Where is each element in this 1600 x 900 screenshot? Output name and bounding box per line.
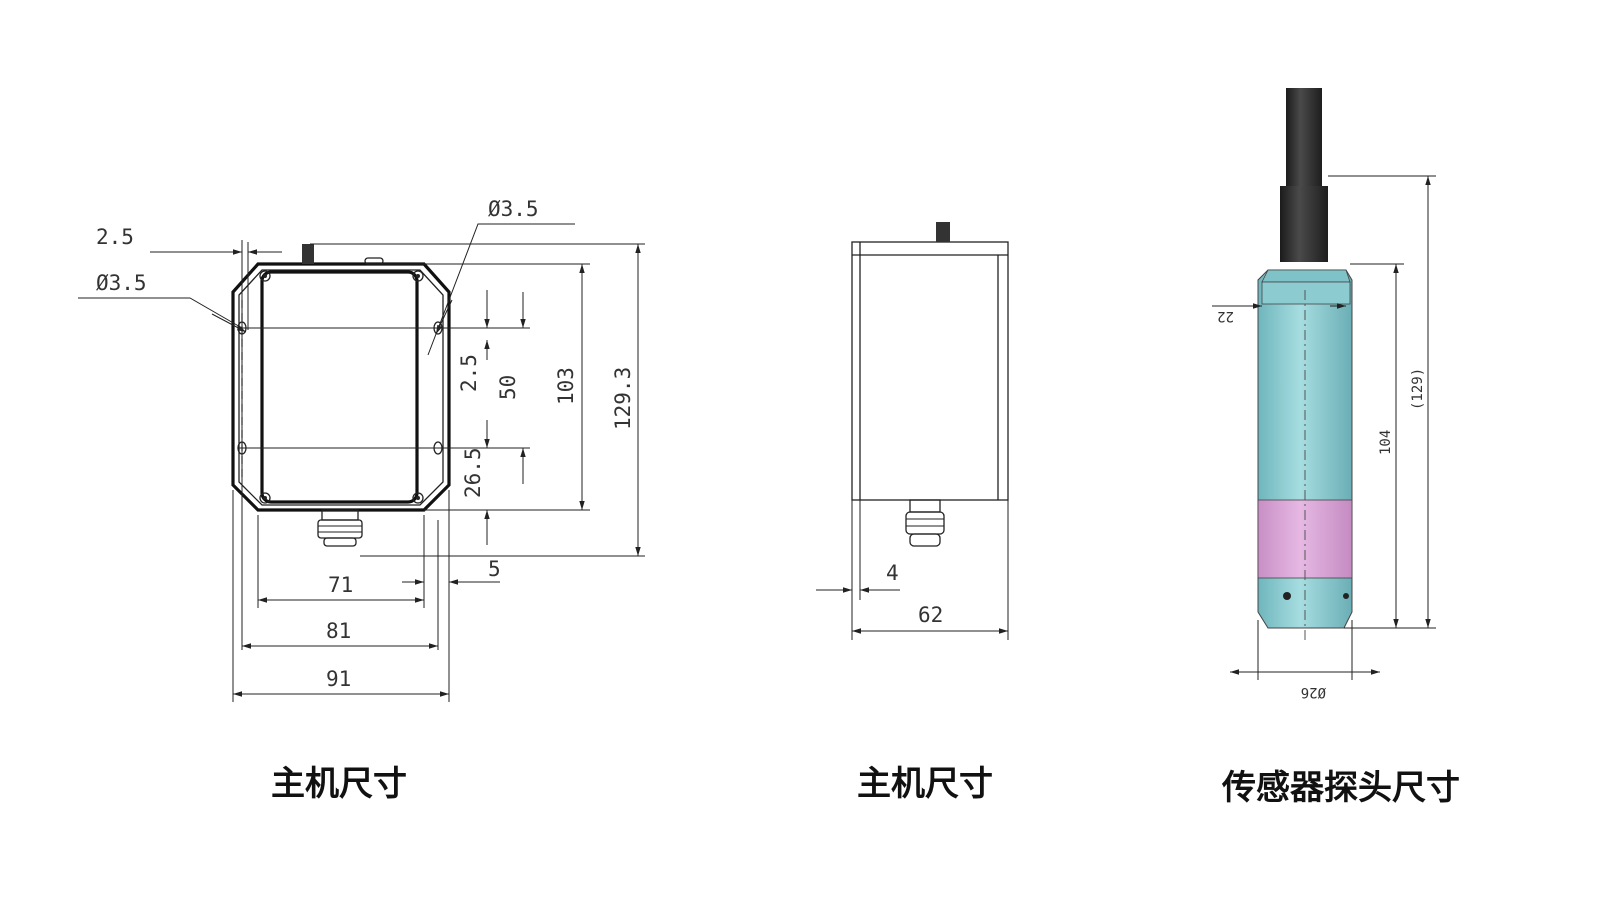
- caption-probe: 传感器探头尺寸: [1222, 768, 1460, 808]
- probe-dim-104-label: 104: [1378, 430, 1394, 455]
- probe-dim-129-label: (129): [1410, 368, 1426, 410]
- side-housing: [851, 241, 1009, 501]
- hole-right-label: Ø3.5: [488, 197, 539, 221]
- width-62-label: 62: [918, 603, 943, 627]
- width-91-label: 91: [326, 667, 351, 691]
- dim-103-label: 103: [554, 367, 578, 405]
- side-view: 4 62: [816, 222, 1009, 640]
- extension-lines: [232, 240, 645, 702]
- probe-cable: [1286, 88, 1322, 188]
- width-81-label: 81: [326, 619, 351, 643]
- probe-cable-sleeve: [1280, 186, 1328, 262]
- dim-5-label: 5: [488, 557, 501, 581]
- width-71-label: 71: [328, 573, 353, 597]
- corner-screws: [259, 270, 424, 504]
- side-top-connector: [936, 222, 950, 242]
- caption-host-side: 主机尺寸: [857, 764, 993, 804]
- side-cable-gland: [905, 499, 945, 547]
- mounting-holes: [237, 321, 443, 455]
- probe-view: 22 104 (129) Ø26: [1212, 88, 1436, 700]
- hole-left-label: Ø3.5: [96, 271, 147, 295]
- caption-host-front: 主机尺寸: [271, 764, 407, 804]
- probe-dim-22-label: 22: [1217, 308, 1234, 324]
- dim-26-5-label: 26.5: [461, 447, 485, 498]
- top-offset-label: 2.5: [96, 225, 134, 249]
- probe-dim-dia-label: Ø26: [1301, 684, 1326, 700]
- housing-inner-outline: [238, 269, 444, 506]
- cable-gland: [317, 509, 363, 547]
- front-view: Ø3.5 Ø3.5 2.5 2.5 50 103 129.3 26.5 5 71…: [78, 197, 645, 702]
- housing-lid: [260, 270, 419, 504]
- dim-2-5-label: 2.5: [457, 354, 481, 392]
- probe-hole: [1283, 592, 1291, 600]
- dim-129-3-label: 129.3: [611, 367, 635, 430]
- dim-50-label: 50: [496, 375, 520, 400]
- dim-4-label: 4: [886, 561, 899, 585]
- top-connector: [302, 244, 314, 264]
